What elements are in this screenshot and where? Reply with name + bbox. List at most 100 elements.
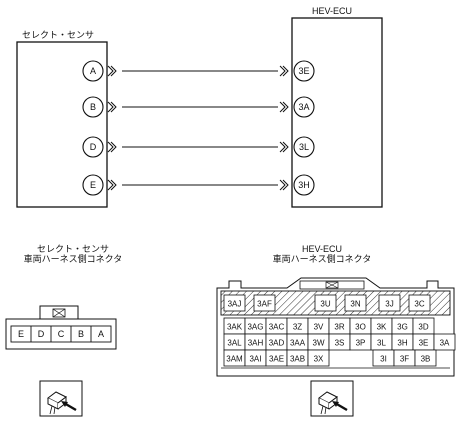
ecu-pin-3a-label: 3A [298, 102, 309, 112]
ecu-pin-label: 3U [320, 300, 330, 309]
sensor-pin-e-circle [82, 174, 104, 196]
ecu-connector-title-line1: HEV-ECU [301, 244, 342, 254]
pin-circles [82, 60, 315, 196]
ecu-pin-label: 3C [414, 300, 424, 309]
ecu-connector-pin: 3H [391, 333, 414, 351]
ecu-title: HEV-ECU [312, 6, 353, 16]
ecu-pin-label: 3P [356, 339, 366, 348]
ecu-pin-label: 3AB [290, 355, 305, 364]
sensor-chevrons [107, 65, 117, 191]
chevron-icon [110, 141, 117, 153]
ecu-connector-pin: 3V [307, 317, 330, 335]
latch-cross-line [52, 308, 66, 318]
ecu-pin-3h-circle [293, 174, 315, 196]
sensor-pin-a-label: A [90, 66, 96, 76]
sensor-connector-pin: E [18, 329, 24, 339]
ecu-pin-3e-circle [293, 60, 315, 82]
ecu-connector-pin: 3D [412, 317, 435, 335]
ecu-connector-pin: 3X [307, 349, 330, 367]
ecu-pin-cell [408, 294, 431, 312]
ecu-connector-pin: 3R [328, 317, 351, 335]
ecu-pin-label: 3X [314, 355, 324, 364]
ecu-connector-pin: 3U [314, 294, 337, 312]
ecu-connector-pin: 3AC [265, 317, 288, 335]
chevron-icon [282, 179, 289, 191]
ecu-connector-pin: 3AB [286, 349, 309, 367]
sensor-connector: E D C B A [5, 305, 117, 350]
ecu-pin-cell [344, 294, 367, 312]
sensor-connector-title: セレクト・センサ 車両ハーネス側コネクタ [18, 244, 128, 264]
ecu-pin-label: 3V [314, 323, 324, 332]
ecu-pin-label: 3AE [269, 355, 284, 364]
ecu-pin-label: 3Z [293, 323, 302, 332]
ecu-pin-label: 3AJ [228, 300, 242, 309]
ecu-pin-cell [253, 294, 276, 312]
ecu-connector-pin: 3E [412, 333, 435, 351]
ecu-connector-pin: 3AA [286, 333, 309, 351]
ecu-pin-3l-circle [293, 136, 315, 158]
chevron-icon [279, 65, 286, 77]
ecu-connector-pin: 3A [433, 333, 456, 351]
ecu-pin-cell [307, 349, 330, 367]
sensor-connector-pin: C [58, 329, 65, 339]
chevron-icon [110, 101, 117, 113]
ecu-pin-label: 3H [397, 339, 407, 348]
ecu-connector-pin: 3B [414, 349, 437, 367]
chevron-icon [107, 101, 114, 113]
ecu-connector-pin: 3AJ [223, 294, 246, 312]
ecu-pin-cell [314, 294, 337, 312]
ecu-pin-3e-label: 3E [298, 66, 309, 76]
ecu-connector-pin: 3C [408, 294, 431, 312]
ecu-pin-label: 3AG [247, 323, 263, 332]
ecu-pin-label: 3F [400, 355, 409, 364]
sensor-connector-pin: D [38, 329, 45, 339]
ecu-connector-pin: 3AH [244, 333, 267, 351]
ecu-connector-title: HEV-ECU 車両ハーネス側コネクタ [262, 244, 382, 264]
sensor-connector-title-line2: 車両ハーネス側コネクタ [23, 254, 123, 264]
sensor-connector-title-line1: セレクト・センサ [36, 244, 109, 254]
ecu-pin-label: 3AH [248, 339, 264, 348]
ecu-connector-pin: 3AF [253, 294, 276, 312]
ecu-pin-label: 3AI [249, 355, 261, 364]
ecu-pin-label: 3AL [227, 339, 242, 348]
connector-view-icon [47, 391, 77, 415]
ecu-pin-label: 3AM [226, 355, 243, 364]
ecu-pin-cell [223, 294, 246, 312]
ecu-pin-label: 3J [385, 300, 393, 309]
ecu-pin-label: 3L [377, 339, 386, 348]
ecu-connector-pin: 3K [370, 317, 393, 335]
ecu-connector-pin: 3S [328, 333, 351, 351]
ecu-pin-label: 3AF [257, 300, 272, 309]
ecu-pin-label: 3AD [269, 339, 285, 348]
sensor-pin-d-circle [82, 136, 104, 158]
ecu-connector-pin: 3AK [223, 317, 246, 335]
lock-cross-line [325, 281, 339, 289]
ecu-pin-label: 3A [440, 339, 450, 348]
ecu-pin-label: 3AA [290, 339, 306, 348]
ecu-pin-label: 3I [380, 355, 387, 364]
ecu-pin-label: 3K [377, 323, 387, 332]
ecu-connector-pin: 3AG [244, 317, 267, 335]
chevron-icon [110, 65, 117, 77]
ecu-connector-pin: 3I [372, 349, 395, 367]
ecu-connector-pin: 3F [393, 349, 416, 367]
ecu-pin-label: 3AK [227, 323, 243, 332]
ecu-pin-label: 3R [334, 323, 344, 332]
connector-view-icon [318, 391, 348, 415]
ecu-connector-title-line2: 車両ハーネス側コネクタ [272, 254, 372, 264]
ecu-pin-cell [378, 294, 401, 312]
sensor-pin-d-label: D [90, 142, 97, 152]
ecu-connector-pin: 3AE [265, 349, 288, 367]
ecu-pin-label: 3B [421, 355, 431, 364]
ecu-pin-label: 3O [355, 323, 366, 332]
ecu-pin-label: 3S [335, 339, 345, 348]
ecu-pin-label: 3N [350, 300, 360, 309]
sensor-pin-b-circle [82, 96, 104, 118]
ecu-connector-pin: 3G [391, 317, 414, 335]
chevron-icon [282, 141, 289, 153]
chevron-icon [107, 179, 114, 191]
ecu-pin-cell [414, 349, 437, 367]
chevron-icon [107, 141, 114, 153]
